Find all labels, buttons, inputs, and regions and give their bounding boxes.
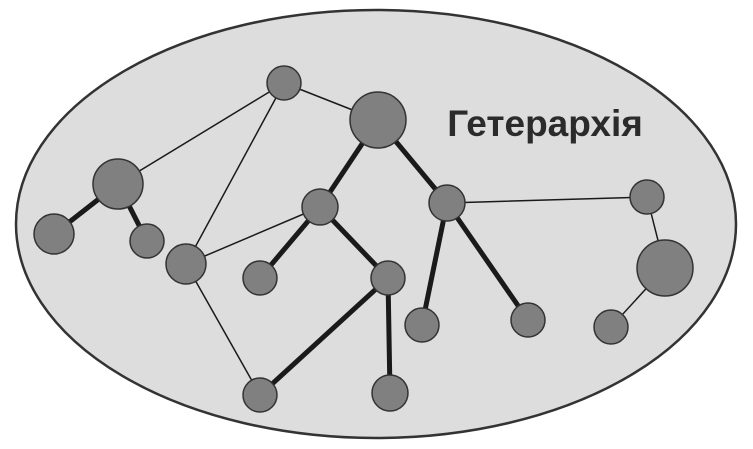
node-n13 — [404, 307, 440, 343]
node-n16 — [593, 309, 629, 345]
node-n4 — [301, 188, 339, 226]
nodes-layer — [33, 65, 694, 413]
node-n11 — [370, 260, 406, 296]
edge-n5-n15 — [446, 196, 648, 204]
node-n17 — [636, 239, 694, 297]
node-n1 — [266, 65, 302, 101]
edge-n11-n12 — [385, 275, 393, 396]
node-n7 — [129, 223, 165, 259]
edge-n11-n9 — [257, 275, 391, 398]
node-n8 — [165, 243, 207, 285]
node-n10 — [242, 260, 278, 296]
node-n14 — [510, 302, 546, 338]
edge-n5-n13 — [419, 200, 450, 328]
node-n15 — [629, 179, 665, 215]
edge-n1-n8 — [185, 82, 285, 265]
edge-n8-n9 — [185, 263, 261, 396]
diagram-title: Гетерархія — [447, 103, 643, 144]
edge-n1-n3 — [117, 82, 285, 185]
node-n9 — [242, 377, 278, 413]
node-n3 — [92, 158, 144, 210]
node-n12 — [371, 374, 409, 412]
enclosing-ellipse — [14, 8, 738, 440]
node-n5 — [428, 184, 466, 222]
edge-n8-n4 — [185, 206, 321, 265]
node-n6 — [33, 213, 75, 255]
edge-n5-n14 — [444, 200, 531, 323]
node-n2 — [349, 91, 407, 149]
